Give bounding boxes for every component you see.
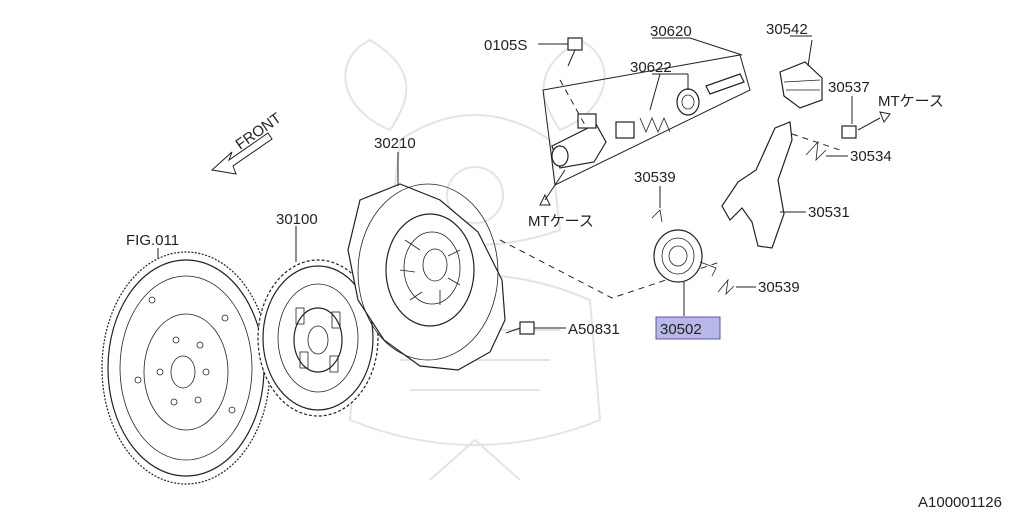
bolt-a50831: [505, 321, 566, 335]
label-30502: 30502: [660, 321, 702, 338]
clip-30534: [805, 140, 827, 162]
label-30100: 30100: [276, 211, 318, 228]
label-30620: 30620: [650, 23, 692, 40]
diagram-id: A100001126: [918, 494, 1002, 511]
front-direction-arrow: FRONT: [210, 110, 285, 175]
clutch-cover: [347, 183, 506, 371]
slave-cylinder-body: [539, 79, 607, 206]
release-bearing-30502: [653, 229, 717, 283]
front-label: FRONT: [233, 110, 285, 154]
clip-30539-top: [651, 209, 663, 223]
label-fig011: FIG.011: [126, 232, 179, 249]
label-0105s: 0105S: [484, 37, 527, 54]
flywheel: [101, 251, 271, 485]
label-30622: 30622: [630, 59, 672, 76]
bolt-0105s: [538, 37, 583, 67]
clip-30539-bottom: [717, 278, 735, 296]
label-30531: 30531: [808, 204, 850, 221]
label-30534: 30534: [850, 148, 892, 165]
label-30539-top: 30539: [634, 169, 676, 186]
label-30210: 30210: [374, 135, 416, 152]
label-30539-bottom: 30539: [758, 279, 800, 296]
boot-30542: [779, 61, 823, 109]
clutch-disc: [257, 259, 379, 417]
label-30542: 30542: [766, 21, 808, 38]
label-mt-case-top: MTケース: [878, 93, 944, 110]
label-30537: 30537: [828, 79, 870, 96]
pivot-30537: [841, 96, 891, 139]
group-frame-30620: [542, 54, 751, 186]
highlight-box-30502[interactable]: [655, 316, 721, 340]
release-fork-30531: [721, 121, 841, 249]
label-mt-case-mid: MTケース: [528, 213, 594, 230]
label-a50831: A50831: [568, 321, 620, 338]
piston-spring-30622: [615, 73, 745, 139]
